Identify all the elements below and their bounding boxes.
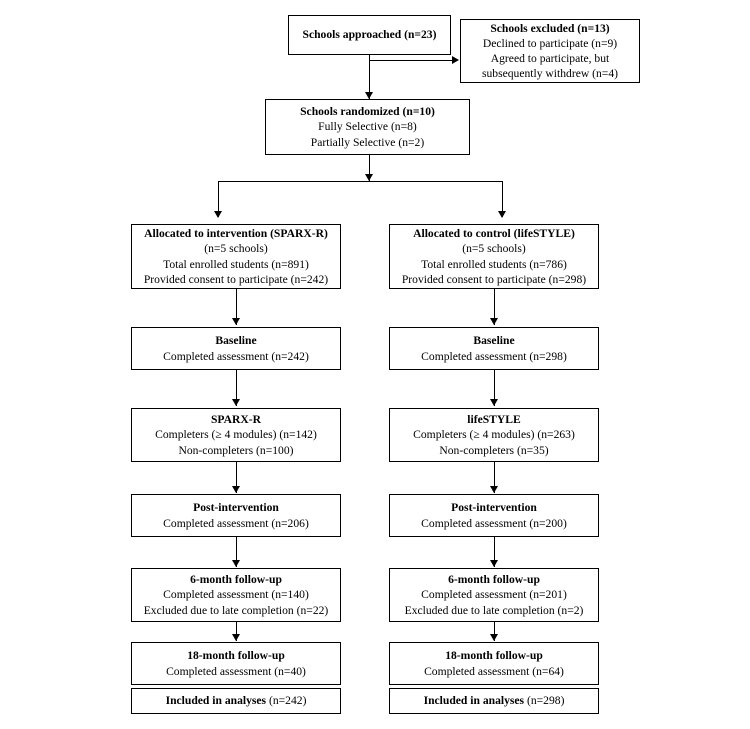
connector-left-alloc-to-baseline xyxy=(236,289,237,325)
included-label-bold-right: Included in analyses xyxy=(423,694,525,708)
arrowhead-down-left-6month xyxy=(232,560,240,567)
included-count-right: (n=298) xyxy=(524,694,565,708)
node-six-month-left: 6-month follow-up Completed assessment (… xyxy=(131,568,341,622)
node-line: 18-month follow-up xyxy=(187,649,285,663)
connector-randomized-stem xyxy=(369,155,370,181)
connector-approached-to-randomized xyxy=(369,55,370,99)
node-line: SPARX-R xyxy=(210,413,262,427)
node-line: Provided consent to participate (n=298) xyxy=(401,272,587,286)
node-line: Total enrolled students (n=786) xyxy=(421,257,567,271)
arrowhead-right-excluded xyxy=(452,56,459,64)
node-line: Completed assessment (n=242) xyxy=(163,349,309,363)
node-line: (n=5 schools) xyxy=(462,242,526,256)
node-baseline-left: Baseline Completed assessment (n=242) xyxy=(131,327,341,370)
arrowhead-down-control xyxy=(498,211,506,218)
node-eighteen-month-right: 18-month follow-up Completed assessment … xyxy=(389,642,599,685)
node-lifestyle-completion: lifeSTYLE Completers (≥ 4 modules) (n=26… xyxy=(389,408,599,462)
node-line: Excluded due to late completion (n=2) xyxy=(404,603,584,617)
arrowhead-down-left-baseline xyxy=(232,318,240,325)
node-line: Excluded due to late completion (n=22) xyxy=(143,603,329,617)
node-sparxr-completion: SPARX-R Completers (≥ 4 modules) (n=142)… xyxy=(131,408,341,462)
node-schools-excluded: Schools excluded (n=13) Declined to part… xyxy=(460,19,640,83)
node-baseline-right: Baseline Completed assessment (n=298) xyxy=(389,327,599,370)
node-line: Completed assessment (n=40) xyxy=(166,664,306,678)
node-line: subsequently withdrew (n=4) xyxy=(482,67,618,81)
node-line: Baseline xyxy=(473,334,515,348)
node-line: Post-intervention xyxy=(451,501,537,515)
connector-approached-to-excluded xyxy=(369,60,453,61)
node-line: (n=5 schools) xyxy=(204,242,268,256)
node-six-month-right: 6-month follow-up Completed assessment (… xyxy=(389,568,599,622)
node-line: Allocated to control (lifeSTYLE) xyxy=(413,227,575,241)
node-post-intervention-right: Post-intervention Completed assessment (… xyxy=(389,494,599,537)
arrowhead-down-split-stem xyxy=(365,174,373,181)
connector-left-sparxr-to-post xyxy=(236,462,237,493)
node-line: Completed assessment (n=200) xyxy=(421,516,567,530)
node-line: Agreed to participate, but xyxy=(490,52,610,65)
node-line: Included in analyses (n=242) xyxy=(166,693,307,708)
connector-right-baseline-to-lifestyle xyxy=(494,370,495,406)
node-line: Completed assessment (n=64) xyxy=(424,664,564,678)
arrowhead-down-left-18month xyxy=(232,634,240,641)
connector-split-horizontal xyxy=(218,181,502,182)
arrowhead-down-randomized xyxy=(365,92,373,99)
node-included-analyses-right: Included in analyses (n=298) xyxy=(389,688,599,714)
node-line: 18-month follow-up xyxy=(445,649,543,663)
node-line: Completers (≥ 4 modules) (n=263) xyxy=(413,428,575,442)
node-line: 6-month follow-up xyxy=(190,573,282,587)
node-line: Non-completers (n=35) xyxy=(439,443,549,457)
node-line: Total enrolled students (n=891) xyxy=(163,257,309,271)
node-line: Schools approached (n=23) xyxy=(302,28,437,42)
connector-left-baseline-to-sparxr xyxy=(236,370,237,406)
arrowhead-down-left-sparxr xyxy=(232,399,240,406)
connector-left-6month-to-18month xyxy=(236,622,237,641)
arrowhead-down-left-post xyxy=(232,486,240,493)
arrowhead-down-right-6month xyxy=(490,560,498,567)
arrowhead-down-right-baseline xyxy=(490,318,498,325)
node-line: Post-intervention xyxy=(193,501,279,515)
node-line: Allocated to intervention (SPARX-R) xyxy=(144,227,328,241)
node-line: Non-completers (n=100) xyxy=(178,443,294,457)
node-line: Completed assessment (n=206) xyxy=(163,516,309,530)
node-line: Schools randomized (n=10) xyxy=(300,105,435,119)
node-line: Baseline xyxy=(215,334,257,348)
node-included-analyses-left: Included in analyses (n=242) xyxy=(131,688,341,714)
connector-split-right-drop xyxy=(502,181,503,217)
node-line: Completed assessment (n=201) xyxy=(421,588,567,602)
included-count-left: (n=242) xyxy=(266,694,307,708)
node-eighteen-month-left: 18-month follow-up Completed assessment … xyxy=(131,642,341,685)
node-line: lifeSTYLE xyxy=(467,413,521,427)
connector-right-lifestyle-to-post xyxy=(494,462,495,493)
node-allocated-control: Allocated to control (lifeSTYLE) (n=5 sc… xyxy=(389,224,599,289)
node-allocated-intervention: Allocated to intervention (SPARX-R) (n=5… xyxy=(131,224,341,289)
connector-split-left-drop xyxy=(218,181,219,217)
arrowhead-down-right-post xyxy=(490,486,498,493)
node-schools-approached: Schools approached (n=23) xyxy=(288,15,451,55)
node-line: Completed assessment (n=298) xyxy=(421,349,567,363)
connector-right-6month-to-18month xyxy=(494,622,495,641)
node-line: Partially Selective (n=2) xyxy=(310,135,425,149)
included-label-bold-left: Included in analyses xyxy=(165,694,267,708)
node-line: Completers (≥ 4 modules) (n=142) xyxy=(155,428,317,442)
arrowhead-down-right-18month xyxy=(490,634,498,641)
node-line: 6-month follow-up xyxy=(448,573,540,587)
node-line: Schools excluded (n=13) xyxy=(490,21,610,35)
connector-right-post-to-6month xyxy=(494,537,495,567)
node-line: Included in analyses (n=298) xyxy=(424,693,565,708)
node-line: Completed assessment (n=140) xyxy=(163,588,309,602)
arrowhead-down-right-lifestyle xyxy=(490,399,498,406)
connector-right-alloc-to-baseline xyxy=(494,289,495,325)
node-schools-randomized: Schools randomized (n=10) Fully Selectiv… xyxy=(265,99,470,155)
node-line: Declined to participate (n=9) xyxy=(482,36,618,50)
arrowhead-down-intervention xyxy=(214,211,222,218)
node-line: Fully Selective (n=8) xyxy=(318,120,417,134)
node-post-intervention-left: Post-intervention Completed assessment (… xyxy=(131,494,341,537)
node-line: Provided consent to participate (n=242) xyxy=(143,272,329,286)
connector-left-post-to-6month xyxy=(236,537,237,567)
